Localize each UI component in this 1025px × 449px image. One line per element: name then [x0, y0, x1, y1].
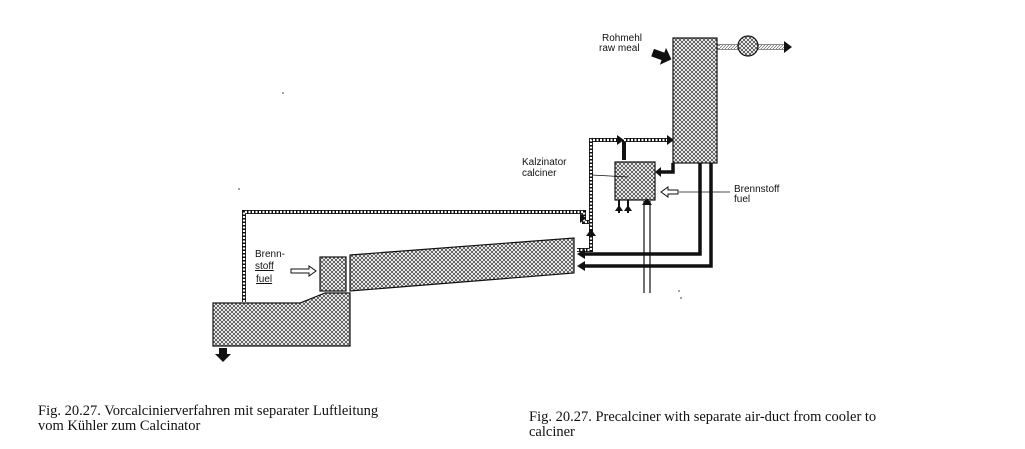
tertiary-air-riser [643, 201, 651, 293]
preheater-tower [672, 37, 718, 164]
caption-german-line2: vom Kühler zum Calcinator [38, 418, 201, 434]
label-fuel-left-de-1: Brenn- [255, 249, 286, 260]
label-calciner-en: calciner [522, 168, 557, 179]
caption-english-line1: Fig. 20.27. Precalciner with separate ai… [529, 409, 877, 425]
label-fuel-right-de: Brennstoff [734, 184, 780, 195]
fan-icon [737, 35, 759, 57]
label-raw-meal-de: Rohmehl [602, 33, 643, 44]
clinker-cooler [212, 292, 351, 347]
meal-line-to-kiln-1 [582, 163, 702, 256]
label-calciner-de: Kalzinator [522, 157, 567, 168]
riser-arrow-up-icon [586, 229, 596, 236]
meal-line-to-kiln-2 [582, 163, 713, 268]
label-raw-meal-en: raw meal [599, 43, 640, 54]
kiln-hood [319, 256, 347, 292]
label-fuel-left-en: fuel [256, 274, 273, 285]
exhaust-arrow-icon [784, 41, 792, 53]
riser-arrow-right-icon [617, 135, 624, 145]
preheater-inlet-duct [622, 138, 668, 160]
kiln-fuel-arrow-icon [290, 265, 317, 277]
label-fuel-right-en: fuel [734, 194, 751, 205]
caption-german: Fig. 20.27. Vorcalcinierverfahren mit se… [38, 404, 498, 434]
kiln-gas-riser [577, 138, 619, 252]
preheater-inlet-arrow-icon [667, 135, 674, 145]
calciner-box [614, 161, 656, 201]
rotary-kiln [349, 237, 575, 292]
caption-german-line1: Fig. 20.27. Vorcalcinierverfahren mit se… [38, 403, 379, 419]
duct-entry-arrow-icon [580, 213, 586, 223]
raw-meal-feed-arrow-icon [651, 47, 672, 65]
clinker-discharge-arrow-icon [215, 348, 231, 362]
label-fuel-left-de-2: stoff [255, 261, 274, 272]
calciner-fuel-arrow-icon [660, 186, 679, 198]
caption-english: Fig. 20.27. Precalciner with separate ai… [529, 410, 999, 440]
caption-english-line2: calciner [529, 424, 575, 440]
meal-line-to-calciner [658, 163, 675, 174]
